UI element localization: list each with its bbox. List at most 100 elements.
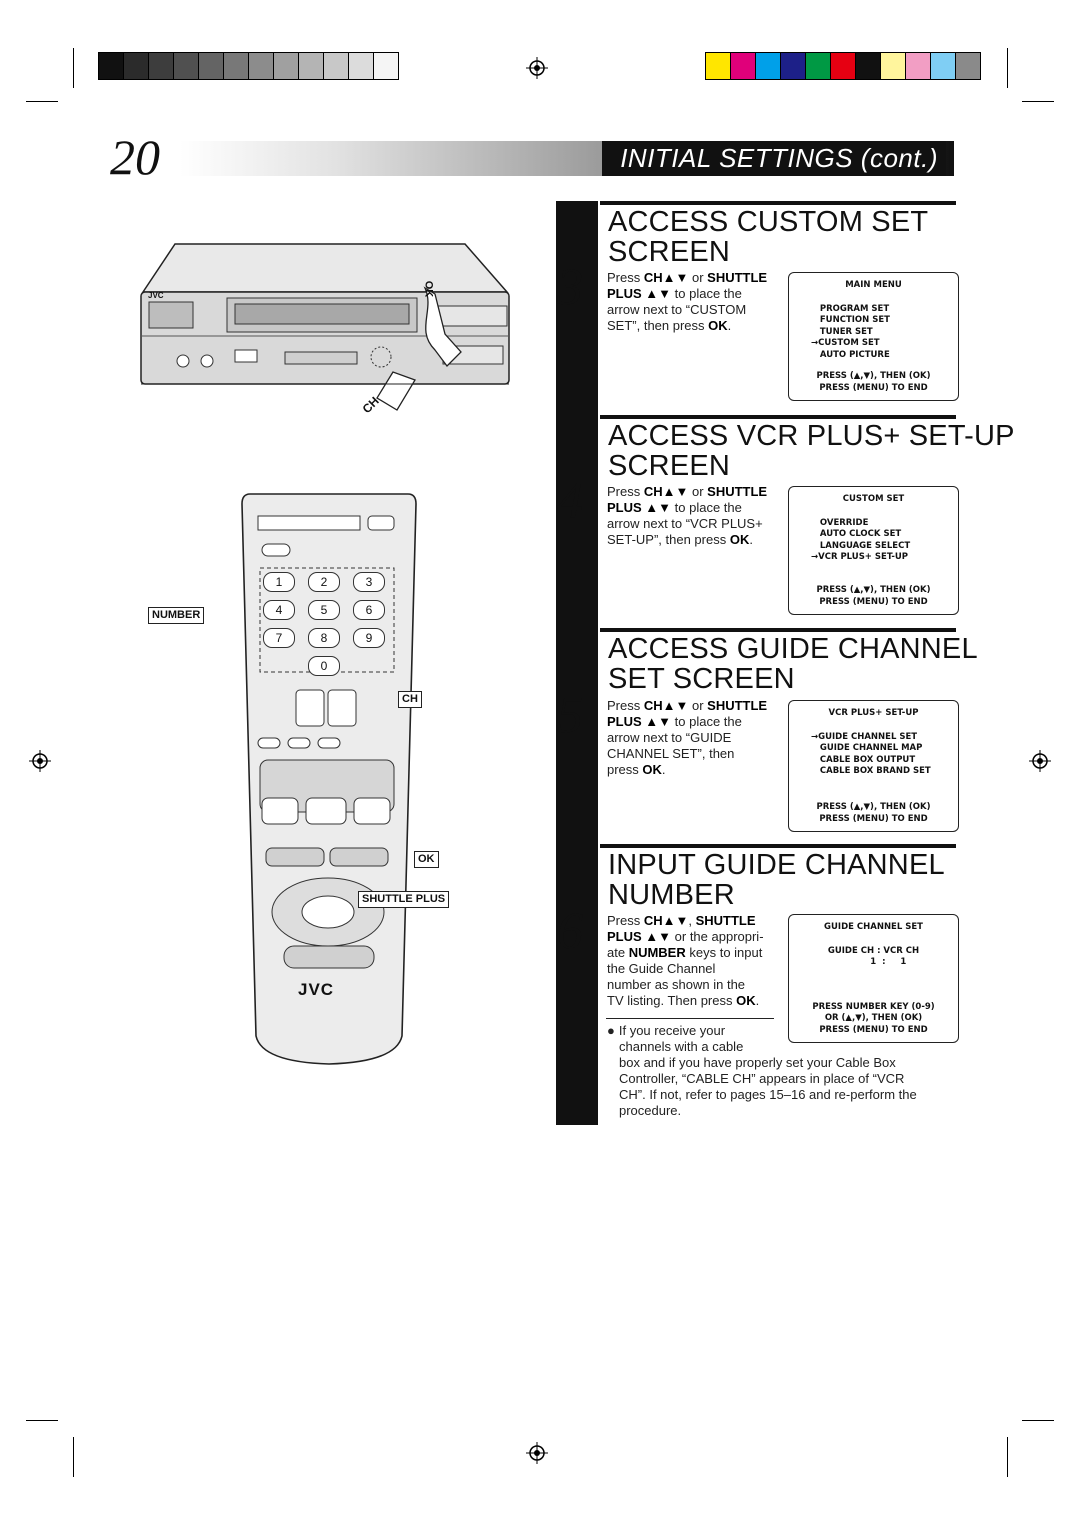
keypad-key-3[interactable]: 3 — [353, 572, 385, 592]
menu-item: PROGRAM SET — [811, 303, 890, 314]
instruction-post: CHANNEL SET”, then — [607, 746, 735, 761]
color-swatch — [906, 53, 931, 79]
instruction-end: . — [661, 762, 666, 777]
keypad-key-0[interactable]: 0 — [308, 656, 340, 676]
color-swatch — [806, 53, 831, 79]
crop-mark — [73, 48, 74, 88]
color-scale-bar — [705, 52, 981, 80]
instruction-line: Press CH▲▼ or SHUTTLE — [607, 270, 767, 286]
instruction-mid: or — [688, 270, 708, 285]
crop-mark — [1022, 1420, 1054, 1421]
instruction-post: number as shown in the — [607, 977, 746, 992]
ok-callout: OK — [414, 851, 439, 868]
step-title-line2: SET SCREEN — [608, 663, 795, 695]
instruction-mid: , — [688, 913, 696, 928]
keypad-key-8[interactable]: 8 — [308, 628, 340, 648]
note-line: CH”. If not, refer to pages 15–16 and re… — [619, 1087, 917, 1102]
step-number: 3 — [557, 259, 583, 316]
instruction-b1: PLUS ▲▼ — [607, 929, 672, 944]
color-swatch — [956, 53, 980, 79]
menu-title: VCR PLUS+ SET-UP — [828, 708, 919, 718]
gray-swatch — [274, 53, 299, 79]
instruction-line: PLUS ▲▼ or the appropri- — [607, 929, 764, 945]
instruction-b1: PLUS ▲▼ — [607, 500, 672, 515]
instruction-b1: CH▲▼ — [643, 698, 689, 713]
instruction-b1: CH▲▼ — [643, 913, 689, 928]
instruction-post: or the appropri- — [671, 929, 764, 944]
crop-mark — [1007, 48, 1008, 88]
note-line: box and if you have properly set your Ca… — [619, 1055, 896, 1070]
instruction-line: arrow next to “GUIDE — [607, 730, 767, 746]
vcr-brand-logo: JVC — [148, 291, 164, 300]
instruction-line: Press CH▲▼ or SHUTTLE — [607, 484, 767, 500]
step-rule — [600, 201, 956, 205]
crop-mark — [73, 1437, 74, 1477]
note-line: If you receive your — [618, 1023, 726, 1038]
note-divider — [606, 1018, 774, 1019]
registration-target-icon — [526, 1442, 548, 1464]
instruction-b2: OK — [736, 993, 756, 1008]
menu-item: TUNER SET — [811, 326, 873, 337]
instruction-post: to place the — [671, 714, 742, 729]
instruction-end: . — [727, 318, 732, 333]
gray-swatch — [324, 53, 349, 79]
instruction-b2: OK — [642, 762, 662, 777]
number-callout: NUMBER — [148, 607, 205, 624]
keypad-key-1[interactable]: 1 — [263, 572, 295, 592]
on-screen-menu: VCR PLUS+ SET-UP→GUIDE CHANNEL SET GUIDE… — [788, 700, 959, 832]
registration-target-icon — [526, 57, 548, 79]
instruction-line: the Guide Channel — [607, 961, 764, 977]
step-rule — [600, 844, 956, 848]
keypad-key-7[interactable]: 7 — [263, 628, 295, 648]
instruction-line: Press CH▲▼, SHUTTLE — [607, 913, 764, 929]
step-rule — [600, 415, 956, 419]
instruction-post: arrow next to “GUIDE — [607, 730, 732, 745]
instruction-line: ate NUMBER keys to input — [607, 945, 764, 961]
gray-swatch — [199, 53, 224, 79]
keypad-key-2[interactable]: 2 — [308, 572, 340, 592]
keypad-key-5[interactable]: 5 — [308, 600, 340, 620]
instruction-line: PLUS ▲▼ to place the — [607, 286, 767, 302]
gray-swatch — [149, 53, 174, 79]
shuttle-plus-callout: SHUTTLE PLUS — [358, 891, 450, 908]
menu-footer-line: PRESS (MENU) TO END — [819, 1024, 928, 1035]
step-rule — [600, 628, 956, 632]
color-swatch — [856, 53, 881, 79]
keypad-key-4[interactable]: 4 — [263, 600, 295, 620]
color-swatch — [831, 53, 856, 79]
instruction-line: arrow next to “CUSTOM — [607, 302, 767, 318]
step-number: 6 — [557, 903, 583, 960]
color-swatch — [781, 53, 806, 79]
instruction-pre: Press — [607, 270, 644, 285]
menu-item: 1 : 1 — [840, 957, 907, 967]
gray-swatch — [124, 53, 149, 79]
instruction-post: TV listing. Then press — [607, 993, 737, 1008]
instruction-line: press OK. — [607, 762, 767, 778]
menu-footer-line: PRESS (▲,▼), THEN (OK) — [816, 802, 931, 812]
instruction-mid: or — [688, 484, 708, 499]
menu-item: →CUSTOM SET — [811, 338, 880, 348]
note-line: Controller, “CABLE CH” appears in place … — [619, 1071, 905, 1086]
gray-swatch — [174, 53, 199, 79]
gray-scale-bar — [98, 52, 399, 80]
menu-title: GUIDE CHANNEL SET — [824, 922, 923, 932]
instruction-line: SET-UP”, then press OK. — [607, 532, 767, 548]
menu-footer-line: OR (▲,▼), THEN (OK) — [824, 1013, 923, 1023]
step-title-line1: ACCESS GUIDE CHANNEL — [608, 633, 978, 665]
crop-mark — [26, 1420, 58, 1421]
instruction-pre: Press — [607, 913, 644, 928]
menu-footer-line: PRESS (MENU) TO END — [819, 813, 928, 824]
step-number: 4 — [557, 473, 583, 530]
instruction-b2: SHUTTLE — [707, 698, 768, 713]
menu-item: GUIDE CHANNEL MAP — [811, 743, 923, 753]
gray-swatch — [299, 53, 324, 79]
instruction-post: to place the — [671, 286, 742, 301]
keypad-key-6[interactable]: 6 — [353, 600, 385, 620]
keypad-key-9[interactable]: 9 — [353, 628, 385, 648]
menu-item: FUNCTION SET — [811, 315, 890, 325]
menu-title: MAIN MENU — [845, 280, 902, 290]
